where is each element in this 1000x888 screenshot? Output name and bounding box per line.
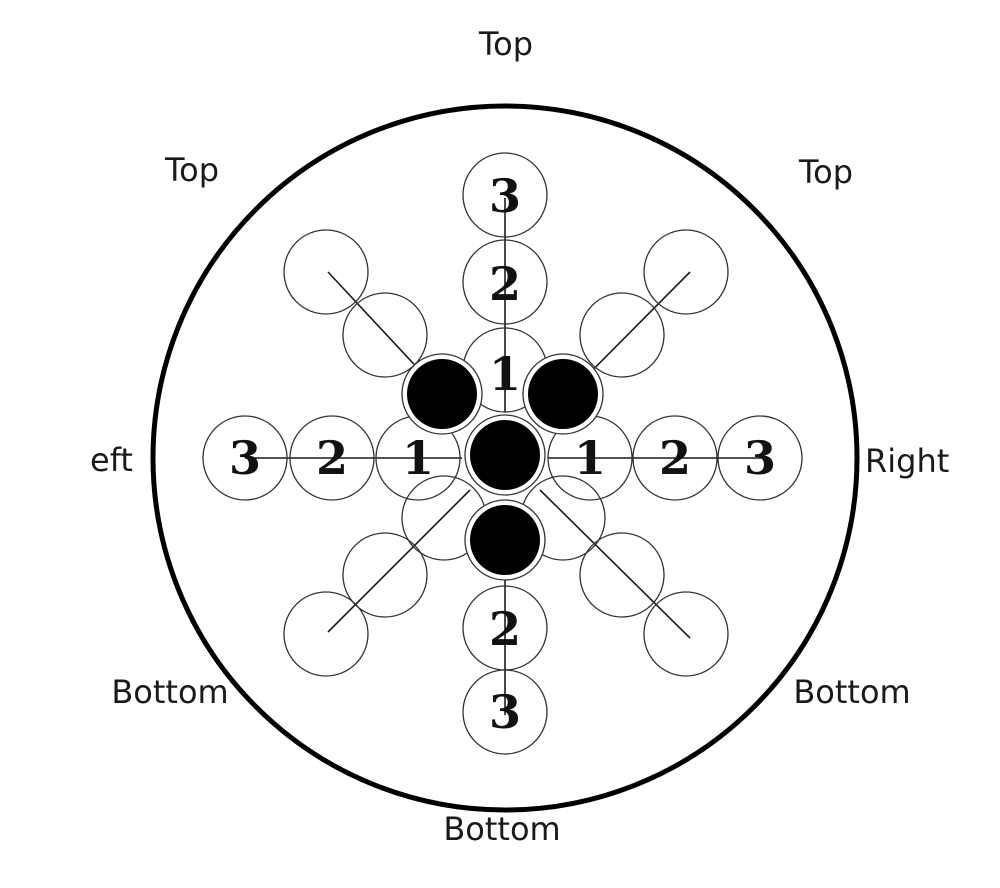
label-right: Right bbox=[865, 442, 949, 480]
ring-right-2 bbox=[632, 415, 718, 501]
ring-left-3 bbox=[202, 415, 288, 501]
filled-positions bbox=[401, 353, 604, 581]
number-down-3: 3 bbox=[489, 685, 521, 739]
ring-right-3 bbox=[717, 415, 803, 501]
number-down-2: 2 bbox=[489, 602, 521, 656]
spoke-diagonal-bottom-left bbox=[327, 489, 471, 633]
number-up-1: 1 bbox=[489, 347, 521, 401]
ring-top-left-3 bbox=[283, 229, 369, 315]
number-up-2: 2 bbox=[489, 257, 521, 311]
ring-bottom-left-2 bbox=[342, 532, 428, 618]
outer-boundary-circle bbox=[150, 103, 860, 813]
spoke-diagonal-bottom-right bbox=[539, 489, 691, 639]
number-right-2: 2 bbox=[659, 431, 691, 485]
direction-labels: Top Top Top eft Right Bottom Bottom Bott… bbox=[90, 25, 949, 848]
label-top-right: Top bbox=[798, 153, 853, 191]
number-left-1: 1 bbox=[402, 431, 434, 485]
ring-up-2 bbox=[462, 239, 548, 325]
ring-up-3 bbox=[462, 152, 548, 238]
ring-left-2 bbox=[289, 415, 375, 501]
number-right-3: 3 bbox=[744, 431, 776, 485]
label-bottom-right: Bottom bbox=[793, 673, 910, 711]
label-top: Top bbox=[478, 25, 533, 63]
label-top-left: Top bbox=[164, 151, 219, 189]
number-up-3: 3 bbox=[489, 169, 521, 223]
ring-top-right-2 bbox=[579, 292, 665, 378]
filled-position-top-right bbox=[522, 353, 604, 435]
filled-position-bottom bbox=[464, 499, 546, 581]
ring-bottom-right-3 bbox=[643, 591, 729, 677]
label-bottom: Bottom bbox=[443, 810, 560, 848]
ring-top-left-2 bbox=[342, 292, 428, 378]
ring-bottom-left-3 bbox=[283, 591, 369, 677]
number-left-2: 2 bbox=[316, 431, 348, 485]
ring-bottom-right-2 bbox=[579, 532, 665, 618]
filled-position-center bbox=[464, 414, 546, 496]
ring-down-3 bbox=[462, 669, 548, 755]
label-left: eft bbox=[90, 441, 133, 479]
ring-top-right-3 bbox=[643, 229, 729, 315]
filled-position-top-left bbox=[401, 353, 483, 435]
label-bottom-left: Bottom bbox=[111, 673, 228, 711]
number-left-3: 3 bbox=[229, 431, 261, 485]
number-right-1: 1 bbox=[574, 431, 606, 485]
position-numbers: 3 2 1 3 2 1 1 2 3 2 3 bbox=[229, 169, 776, 739]
